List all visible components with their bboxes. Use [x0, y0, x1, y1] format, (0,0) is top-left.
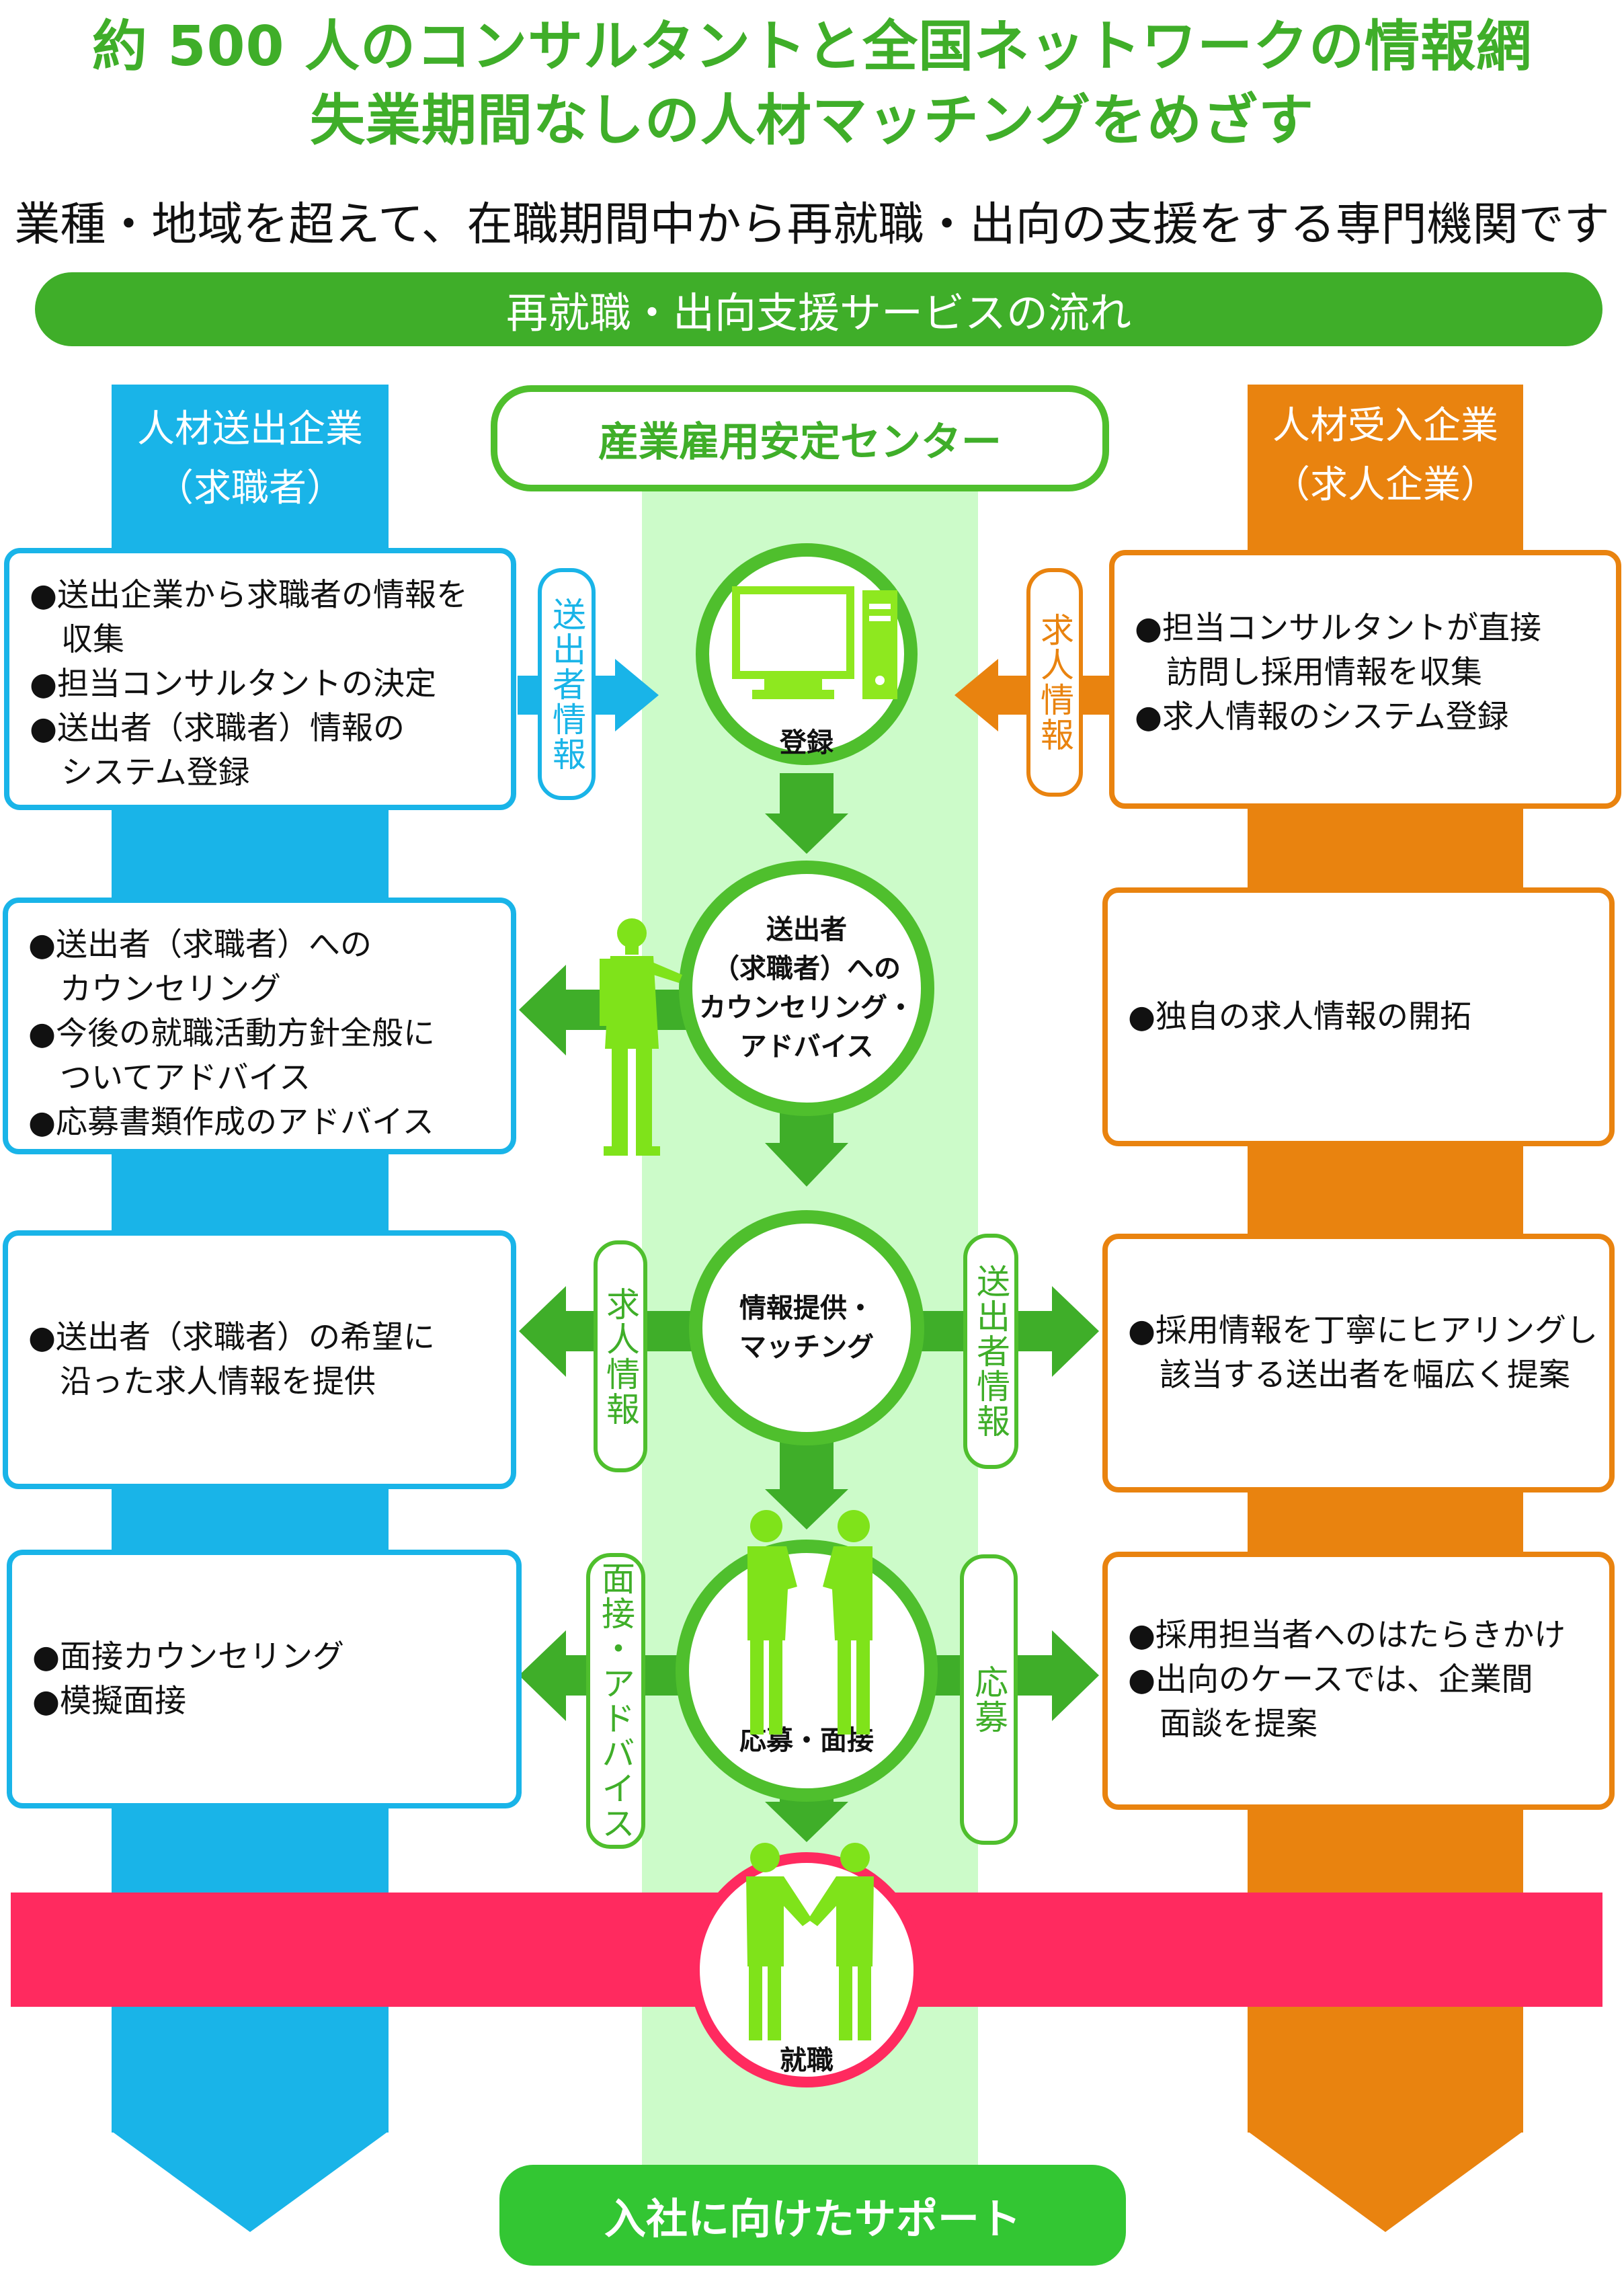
- list-item: ●独自の求人情報の開拓: [1128, 998, 1472, 1035]
- circle-connectors: [765, 773, 848, 1842]
- left-box-counseling: ●送出者（求職者）への カウンセリング ●今後の就職活動方針全般に ついてアドバ…: [3, 898, 516, 1154]
- support-bar: 入社に向けたサポート: [499, 2165, 1126, 2266]
- list-item: ●担当コンサルタントの決定: [30, 666, 437, 703]
- list-item: ●求人情報のシステム登録: [1135, 699, 1509, 735]
- right-column-heading: 人材受入企業 （求人企業）: [1248, 397, 1523, 515]
- subtitle: 業種・地域を超えて、在職期間中から再就職・出向の支援をする専門機関です: [14, 198, 1610, 251]
- tag-job-info: 求人情報: [1026, 568, 1083, 797]
- left-column-heading: 人材送出企業 （求職者）: [112, 400, 389, 518]
- list-item: ●送出者（求職者）情報の システム登録: [30, 710, 405, 791]
- tag-sender-info-proposed: 送出者情報: [963, 1234, 1018, 1469]
- title-line-2: 失業期間なしの人材マッチングをめざす: [309, 89, 1314, 153]
- tag-sender-info: 送出者情報: [538, 568, 596, 800]
- right-column-heading-line2: （求人企業）: [1272, 463, 1498, 507]
- step-label-matching: 情報提供・ マッチング: [739, 1293, 874, 1363]
- left-column-heading-line1: 人材送出企業: [137, 407, 363, 451]
- tag-application: 応募: [960, 1554, 1018, 1845]
- right-column-heading-line1: 人材受入企業: [1272, 404, 1498, 448]
- flow-title-bar: 再就職・出向支援サービスの流れ: [35, 272, 1602, 346]
- step-label-registration: 登録: [780, 727, 834, 758]
- left-column-heading-line2: （求職者）: [156, 467, 344, 510]
- handshake-figures-icon: [746, 1843, 874, 2040]
- flow-title: 再就職・出向支援サービスの流れ: [505, 288, 1131, 337]
- left-box-registration: ●送出企業から求職者の情報を 収集 ●担当コンサルタントの決定 ●送出者（求職者…: [4, 548, 516, 810]
- computer-icon: [732, 586, 897, 699]
- list-item: ●送出者（求職者）への カウンセリング: [28, 926, 372, 1008]
- step-label-employment: 就職: [780, 2045, 834, 2076]
- list-item: ●担当コンサルタントが直接 訪問し採用情報を収集: [1135, 610, 1542, 691]
- step-circle-counseling: 送出者 （求職者）への カウンセリング・ アドバイス: [679, 861, 934, 1116]
- support-label: 入社に向けたサポート: [604, 2194, 1021, 2243]
- list-item: ●採用担当者へのはたらきかけ: [1128, 1617, 1566, 1654]
- left-box-interview: ●面接カウンセリング ●模擬面接: [7, 1550, 522, 1808]
- list-item: ●出向のケースでは、企業間 面談を提案: [1128, 1661, 1533, 1743]
- tag-interview-advice: 面接・アドバイス: [586, 1553, 645, 1849]
- list-item: ●送出者（求職者）の希望に 沿った求人情報を提供: [28, 1318, 436, 1400]
- right-box-counseling: ●独自の求人情報の開拓: [1102, 887, 1615, 1146]
- interview-figures-icon: [747, 1510, 872, 1735]
- list-item: ●送出企業から求職者の情報を 収集: [30, 577, 469, 658]
- list-item: ●採用情報を丁寧にヒアリングし 該当する送出者を幅広く提案: [1128, 1312, 1598, 1394]
- title-line-1: 約 500 人のコンサルタントと全国ネットワークの情報網: [91, 15, 1533, 79]
- list-item: ●応募書類作成のアドバイス: [28, 1104, 434, 1141]
- step-circle-registration: 登録: [696, 543, 918, 765]
- step-circle-matching: 情報提供・ マッチング: [689, 1210, 924, 1445]
- center-column-title: 産業雇用安定センター: [491, 385, 1109, 491]
- list-item: ●面接カウンセリング: [32, 1638, 345, 1675]
- step-label-counseling: 送出者 （求職者）への カウンセリング・ アドバイス: [699, 914, 914, 1062]
- tag-job-info-provided: 求人情報: [594, 1240, 647, 1472]
- left-column-arrowhead: [112, 2131, 389, 2232]
- right-box-matching: ●採用情報を丁寧にヒアリングし 該当する送出者を幅広く提案: [1102, 1234, 1615, 1492]
- left-box-matching: ●送出者（求職者）の希望に 沿った求人情報を提供: [3, 1230, 516, 1489]
- right-box-interview: ●採用担当者へのはたらきかけ ●出向のケースでは、企業間 面談を提案: [1102, 1552, 1615, 1810]
- consultant-figure-icon: [600, 918, 682, 1156]
- center-column-title-text: 産業雇用安定センター: [598, 418, 1002, 466]
- list-item: ●模擬面接: [32, 1682, 187, 1720]
- right-column-arrowhead: [1248, 2131, 1523, 2232]
- list-item: ●今後の就職活動方針全般に ついてアドバイス: [28, 1015, 436, 1097]
- right-box-registration: ●担当コンサルタントが直接 訪問し採用情報を収集 ●求人情報のシステム登録: [1109, 550, 1621, 809]
